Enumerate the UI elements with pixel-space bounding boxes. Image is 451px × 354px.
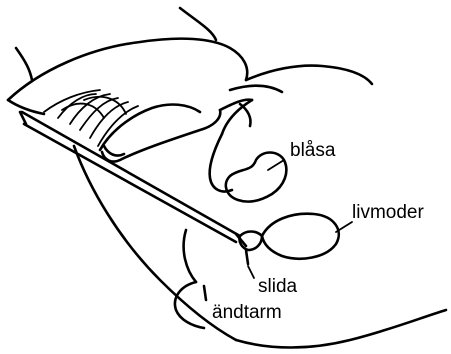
instrument xyxy=(20,112,246,246)
uterus-shape xyxy=(262,214,339,259)
label-rectum: ändtarm xyxy=(212,302,282,323)
label-uterus: livmoder xyxy=(352,202,424,223)
hand-drawing xyxy=(8,8,372,192)
leader-lines xyxy=(248,160,352,278)
rectum-shape xyxy=(204,286,206,300)
label-bladder: blåsa xyxy=(290,140,336,161)
label-vagina: slida xyxy=(258,276,298,297)
bladder-shape xyxy=(226,153,287,202)
